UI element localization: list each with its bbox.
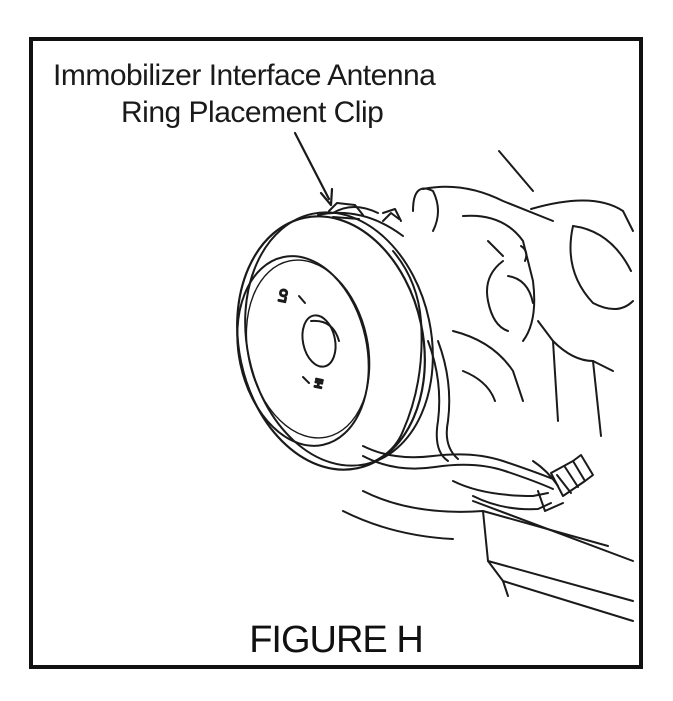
callout-label-line-1: Immobilizer Interface Antenna [53, 59, 436, 92]
figure-caption: FIGURE H [249, 619, 424, 661]
steering-column-drawing: LO HI [236, 131, 634, 622]
harness-connector [537, 454, 594, 512]
dial-mark-lo: LO [277, 288, 291, 304]
wire-harness [362, 340, 559, 511]
column-housing [412, 150, 634, 437]
lower-bracket [342, 490, 634, 622]
figure-frame: Immobilizer Interface Antenna Ring Place… [29, 37, 643, 669]
placement-clip [328, 202, 402, 222]
leader-arrow [293, 131, 334, 207]
dial-mark-hi: HI [313, 378, 326, 390]
ignition-dial [236, 255, 371, 447]
callout-label-line-2: Ring Placement Clip [121, 96, 384, 129]
antenna-ring [236, 206, 434, 471]
